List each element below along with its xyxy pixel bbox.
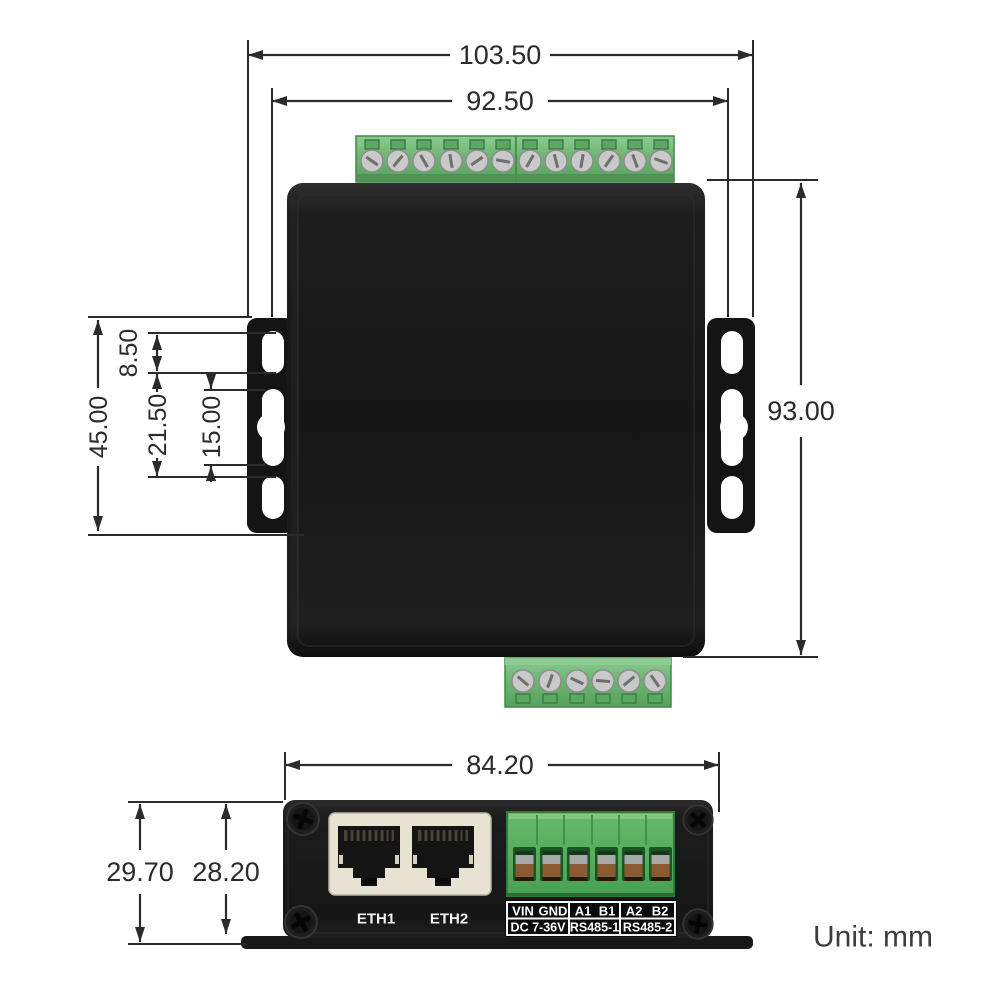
dim-label-mount-hole-span: 92.50 [466,86,534,116]
terminal-label-power: DC 7-36V [511,921,567,935]
dim-label-front-panel-height: 28.20 [192,857,260,887]
enclosure-top-face [287,183,705,657]
terminal-label-a2: A2 [626,904,643,919]
dim-body-height: 93.00 [683,179,835,658]
unit-note: Unit: mm [813,921,933,954]
terminal-bottom-wire-slots [515,693,663,704]
dim-overall-width: 103.50 [247,40,754,317]
dim-label-front-width: 84.20 [466,750,534,780]
ear-left-keyhole [257,413,285,441]
terminal-label-table: VIN GND A1 B1 A2 B2 DC 7-36V RS485-1 RS4… [505,900,677,937]
terminal-block-front [506,811,675,897]
top-view: 103.50 92.50 93.00 45.00 [85,40,835,708]
ear-left-slot-top [262,331,284,374]
dim-mount-hole-span: 92.50 [271,86,729,317]
terminal-label-rs485-2: RS485-2 [623,921,672,935]
terminal-label-vin: VIN [512,904,534,919]
terminal-top-wire-slots [364,139,669,150]
terminal-block-top [355,135,677,183]
device-body-top-view [287,183,705,657]
ear-left-slot-bottom [262,476,284,519]
dim-slot-top-length: 8.50 [115,329,276,378]
terminal-label-rs485-1: RS485-1 [570,921,619,935]
dim-front-panel-height: 28.20 [192,804,260,934]
dim-front-overall-height: 29.70 [106,801,283,945]
mounting-ear-left [247,318,295,533]
terminal-opening [622,847,645,881]
mounting-ear-right [707,318,755,533]
terminal-opening [513,847,536,881]
dim-label-slot-gap: 21.50 [144,394,172,457]
ear-right-slot-bottom [721,476,743,519]
terminal-opening [567,847,590,881]
terminal-label-gnd: GND [539,904,568,919]
eth1-label: ETH1 [357,911,395,928]
terminal-opening [540,847,563,881]
dim-ear-height: 45.00 [85,316,304,536]
mounting-flange [241,936,753,949]
ear-right-keyhole [720,413,748,441]
terminal-label-b1: B1 [599,904,616,919]
dim-label-slot-top-length: 8.50 [115,329,143,378]
eth-ports: ETH1 ETH2 [328,812,492,928]
terminal-block-bottom [504,657,672,708]
eth2-label: ETH2 [430,911,468,928]
dim-label-ear-height: 45.00 [85,396,113,459]
dim-label-front-overall-height: 29.70 [106,857,174,887]
ear-right-slot-top [721,331,743,374]
front-view: ETH1 ETH2 VIN GND A1 B1 A2 B2 DC 7-3 [106,750,753,949]
dim-label-body-height: 93.00 [767,396,835,426]
dim-slot-middle-length: 15.00 [198,374,266,482]
terminal-label-a1: A1 [575,904,592,919]
terminal-opening [595,847,618,881]
dim-label-overall-width: 103.50 [459,40,542,70]
dim-label-slot-middle-length: 15.00 [198,396,226,459]
dim-front-width: 84.20 [284,750,720,812]
terminal-opening [649,847,672,881]
terminal-label-b2: B2 [652,904,669,919]
